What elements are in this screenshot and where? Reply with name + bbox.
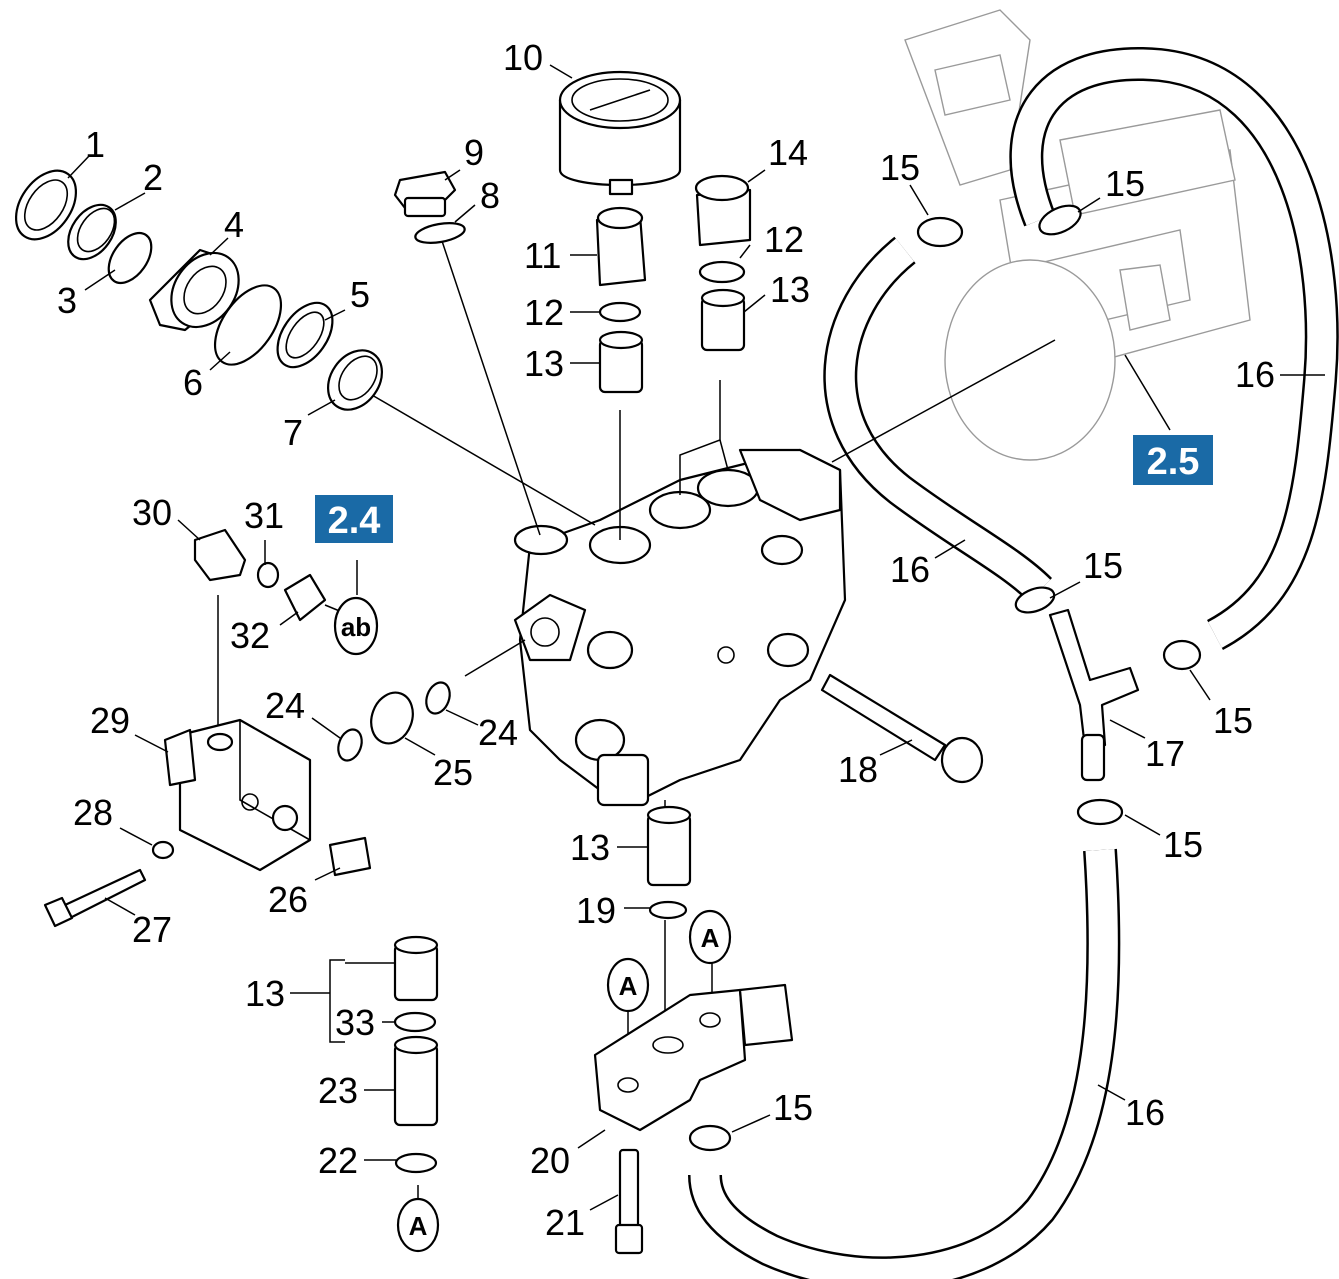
callout-10: 10: [503, 37, 543, 78]
callout-15: 15: [880, 147, 920, 188]
callout-26: 26: [268, 879, 308, 920]
callout-13: 13: [770, 269, 810, 310]
svg-text:2.5: 2.5: [1147, 441, 1200, 483]
bolt-18: [820, 673, 984, 784]
callout-9: 9: [464, 132, 484, 173]
seal-parts-1-7: [14, 169, 383, 411]
callout-30: 30: [132, 492, 172, 533]
pump-head: [513, 448, 847, 807]
callout-32: 32: [230, 615, 270, 656]
unloader-block-29: [163, 528, 372, 877]
part-number-callouts: 1 2 3 4 5 6 7 8 9 10 11 12 12 13 13 13 1…: [57, 37, 1325, 1243]
svg-text:A: A: [619, 971, 638, 1001]
svg-text:A: A: [409, 1211, 428, 1241]
callout-27: 27: [132, 909, 172, 950]
callout-18: 18: [838, 749, 878, 790]
callout-19: 19: [576, 890, 616, 931]
plug-9-washer-8: [393, 170, 466, 244]
callout-29: 29: [90, 700, 130, 741]
callout-15: 15: [1105, 163, 1145, 204]
callout-12: 12: [764, 219, 804, 260]
callout-28: 28: [73, 792, 113, 833]
callout-13: 13: [570, 827, 610, 868]
callout-24: 24: [478, 712, 518, 753]
callout-14: 14: [768, 132, 808, 173]
bolt-27: [43, 840, 175, 928]
callout-8: 8: [480, 175, 500, 216]
callout-25: 25: [433, 752, 473, 793]
callout-24: 24: [265, 685, 305, 726]
pressure-gauge-10: [558, 70, 682, 196]
assembly-leader-lines: [217, 234, 1056, 1205]
parts-24-25: [337, 681, 451, 762]
reference-2-5: 2.5: [1124, 354, 1213, 485]
marker-a: A A A: [396, 909, 732, 1253]
fittings-11-14: [595, 174, 752, 323]
callout-20: 20: [530, 1140, 570, 1181]
hose-16-right: [1009, 47, 1339, 651]
callout-2: 2: [143, 157, 163, 198]
svg-text:2.4: 2.4: [328, 500, 381, 542]
callout-16: 16: [1235, 354, 1275, 395]
callout-22: 22: [318, 1140, 358, 1181]
callout-16: 16: [1125, 1092, 1165, 1133]
callout-3: 3: [57, 280, 77, 321]
reference-2-4: 2.4: [315, 495, 393, 543]
callout-1: 1: [85, 124, 105, 165]
hose-16-middle: [823, 236, 1053, 603]
callout-15: 15: [1163, 824, 1203, 865]
callout-31: 31: [244, 495, 284, 536]
hose-16-bottom: [688, 848, 1121, 1279]
callout-6: 6: [183, 362, 203, 403]
callout-5: 5: [350, 274, 370, 315]
callout-33: 33: [335, 1002, 375, 1043]
valve-13: [393, 288, 746, 1002]
callout-11: 11: [524, 235, 561, 276]
lower-parts-19-23: [393, 900, 794, 1255]
callout-13: 13: [245, 973, 285, 1014]
callout-21: 21: [545, 1202, 585, 1243]
callout-17: 17: [1145, 733, 1185, 774]
callout-12: 12: [524, 292, 564, 333]
callout-16: 16: [890, 549, 930, 590]
callout-15: 15: [1083, 545, 1123, 586]
callout-4: 4: [224, 204, 244, 245]
svg-text:A: A: [701, 923, 720, 953]
callout-15: 15: [1213, 700, 1253, 741]
y-connector-17: [1048, 608, 1140, 782]
callout-15: 15: [773, 1087, 813, 1128]
callout-13: 13: [524, 343, 564, 384]
svg-text:ab: ab: [341, 612, 371, 642]
marker-ab: ab: [333, 596, 379, 656]
callout-23: 23: [318, 1070, 358, 1111]
callout-7: 7: [283, 412, 303, 453]
hose-clamp-15: [688, 204, 1202, 1152]
